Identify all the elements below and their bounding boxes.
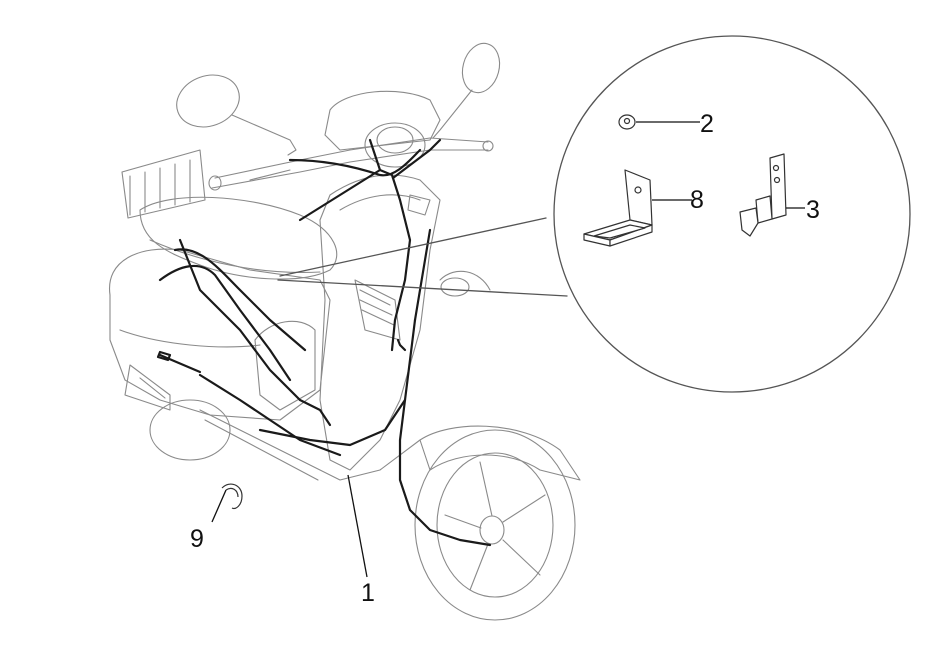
part-8-bracket — [583, 169, 692, 247]
callout-2: 2 — [700, 110, 714, 138]
detail-magnifier — [277, 35, 911, 393]
scooter-outline — [109, 42, 581, 621]
callout-1: 1 — [361, 579, 375, 607]
part-2-clip — [618, 114, 700, 130]
callout-9: 9 — [190, 525, 204, 553]
callout-8: 8 — [690, 186, 704, 214]
part-3-bracket — [739, 153, 805, 237]
wiring-harness — [156, 138, 492, 547]
part-9-grommet — [211, 483, 243, 523]
callout-3: 3 — [806, 196, 820, 224]
part-1-leader — [347, 474, 368, 578]
